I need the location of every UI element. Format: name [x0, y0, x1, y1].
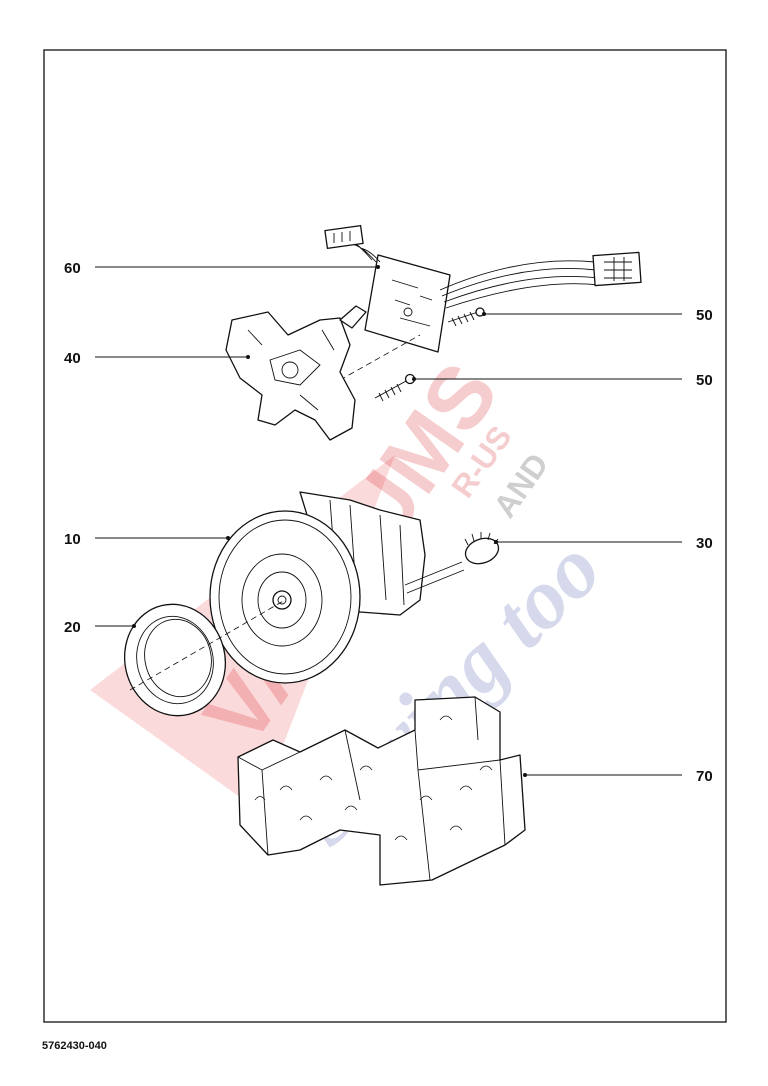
- document-number: 5762430-040: [42, 1040, 107, 1052]
- callout-70: 70: [523, 768, 713, 785]
- callout-50-lower: 50: [412, 372, 713, 389]
- callout-label-60: 60: [64, 260, 81, 277]
- part-10-motor: [209, 491, 465, 684]
- part-60-circuit-board: [324, 224, 642, 353]
- part-30-gear: [464, 532, 500, 565]
- callout-20: 20: [64, 619, 136, 636]
- callout-label-30: 30: [696, 535, 713, 552]
- callout-40: 40: [64, 350, 250, 367]
- callout-50-upper: 50: [482, 307, 713, 324]
- callout-label-50-upper: 50: [696, 307, 713, 324]
- part-50-screw-upper: [447, 307, 485, 327]
- callout-60: 60: [64, 260, 380, 277]
- callout-label-50-lower: 50: [696, 372, 713, 389]
- callout-30: 30: [494, 535, 713, 552]
- callout-label-10: 10: [64, 531, 81, 548]
- part-20-ring-seal: [123, 603, 227, 717]
- callout-label-20: 20: [64, 619, 81, 636]
- part-40-motor-bracket: [225, 305, 367, 441]
- callout-label-40: 40: [64, 350, 81, 367]
- drawing-frame: [43, 49, 727, 1023]
- callout-10: 10: [64, 531, 230, 548]
- assembly-axis-60-40: [339, 334, 421, 381]
- part-70-foam-insulation: [237, 696, 526, 886]
- callout-label-70: 70: [696, 768, 713, 785]
